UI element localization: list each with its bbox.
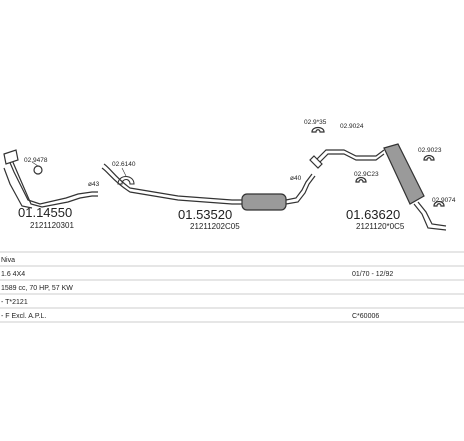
rear-inlet-upper: [315, 149, 385, 161]
part-code-middle-silencer: 21211202C05: [190, 222, 240, 231]
label-front-gasket: 02.9478: [24, 157, 48, 164]
info-specs: 1589 cc, 70 HP, 57 KW: [1, 285, 73, 292]
part-code-rear-silencer: 2121120*0C5: [356, 222, 405, 231]
front-flange: [3, 149, 19, 165]
rear-silencer-body: [383, 143, 425, 205]
hanger-top: [311, 126, 325, 133]
middle-pipe-upper: [103, 163, 244, 201]
middle-pipe-lower: [101, 167, 244, 205]
info-ref: C*60006: [352, 313, 379, 320]
info-period: 01/70 - 12/92: [352, 271, 393, 278]
hanger-right: [423, 154, 435, 161]
label-rear-5: 02.9074: [432, 197, 456, 204]
label-clamp: 02.6140: [112, 161, 136, 168]
part-number-front-pipe[interactable]: 01.14550: [18, 205, 72, 220]
rear-tail-upper: [417, 201, 447, 227]
front-pipe-branch: [3, 167, 33, 209]
part-labels: 02.9478 ø43 01.14550 2121120301 02.6140 …: [18, 119, 456, 231]
rear-tail-lower: [413, 203, 447, 231]
label-rear-3: 02.9023: [418, 147, 442, 154]
label-front-dia: ø43: [88, 181, 100, 188]
label-rear-1: 02.9*35: [304, 119, 327, 126]
leader-clamp: [121, 167, 127, 177]
leader-front-gasket: [31, 161, 39, 167]
front-gasket-ring: [33, 165, 43, 175]
info-engine: 1.6 4X4: [1, 271, 25, 278]
rear-inlet-lower: [317, 153, 385, 165]
middle-silencer-body: [241, 193, 287, 211]
info-emission: - F Excl. A.P.L.: [1, 313, 46, 320]
info-chassis: - T*2121: [1, 299, 28, 306]
middle-pipe-tail-lower: [285, 175, 316, 205]
hanger-tail: [433, 200, 445, 207]
middle-pipe-assembly: [101, 163, 316, 211]
front-pipe-assembly: [3, 149, 98, 209]
part-number-middle-silencer[interactable]: 01.53520: [178, 207, 232, 222]
front-pipe-upper: [7, 157, 98, 205]
label-middle-dia: ø40: [290, 175, 302, 182]
info-table: Niva 1.6 4X4 01/70 - 12/92 1589 cc, 70 H…: [0, 251, 464, 323]
part-code-front-pipe: 2121120301: [30, 221, 74, 230]
rear-joint: [309, 155, 323, 169]
hanger-mid: [355, 176, 367, 183]
label-rear-2: 02.9024: [340, 123, 364, 130]
label-rear-4: 02.9C23: [354, 171, 379, 178]
rear-silencer-assembly: [309, 126, 447, 231]
part-number-rear-silencer[interactable]: 01.63620: [346, 207, 400, 222]
info-model: Niva: [1, 257, 15, 264]
front-pipe-lower: [11, 159, 98, 208]
middle-pipe-tail-upper: [285, 173, 313, 201]
mid-clamp-assembly: [117, 167, 135, 185]
